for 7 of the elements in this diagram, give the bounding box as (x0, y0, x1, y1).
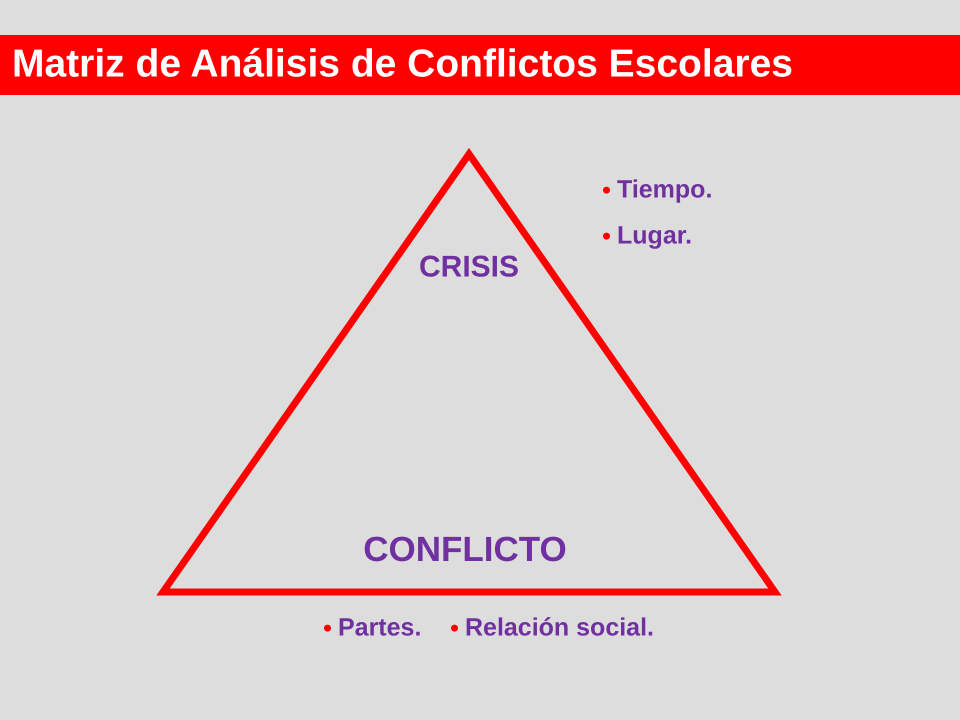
level-label: CRISIS (418, 250, 520, 284)
list-item: Relación social. (465, 614, 654, 642)
list-item: Lugar. (617, 222, 692, 250)
level-label: CONFLICTO (363, 530, 567, 570)
title: Matriz de Análisis de Conflictos Escolares (12, 44, 793, 86)
list-item: Partes. (338, 614, 422, 642)
list-item: Tiempo. (617, 176, 712, 204)
